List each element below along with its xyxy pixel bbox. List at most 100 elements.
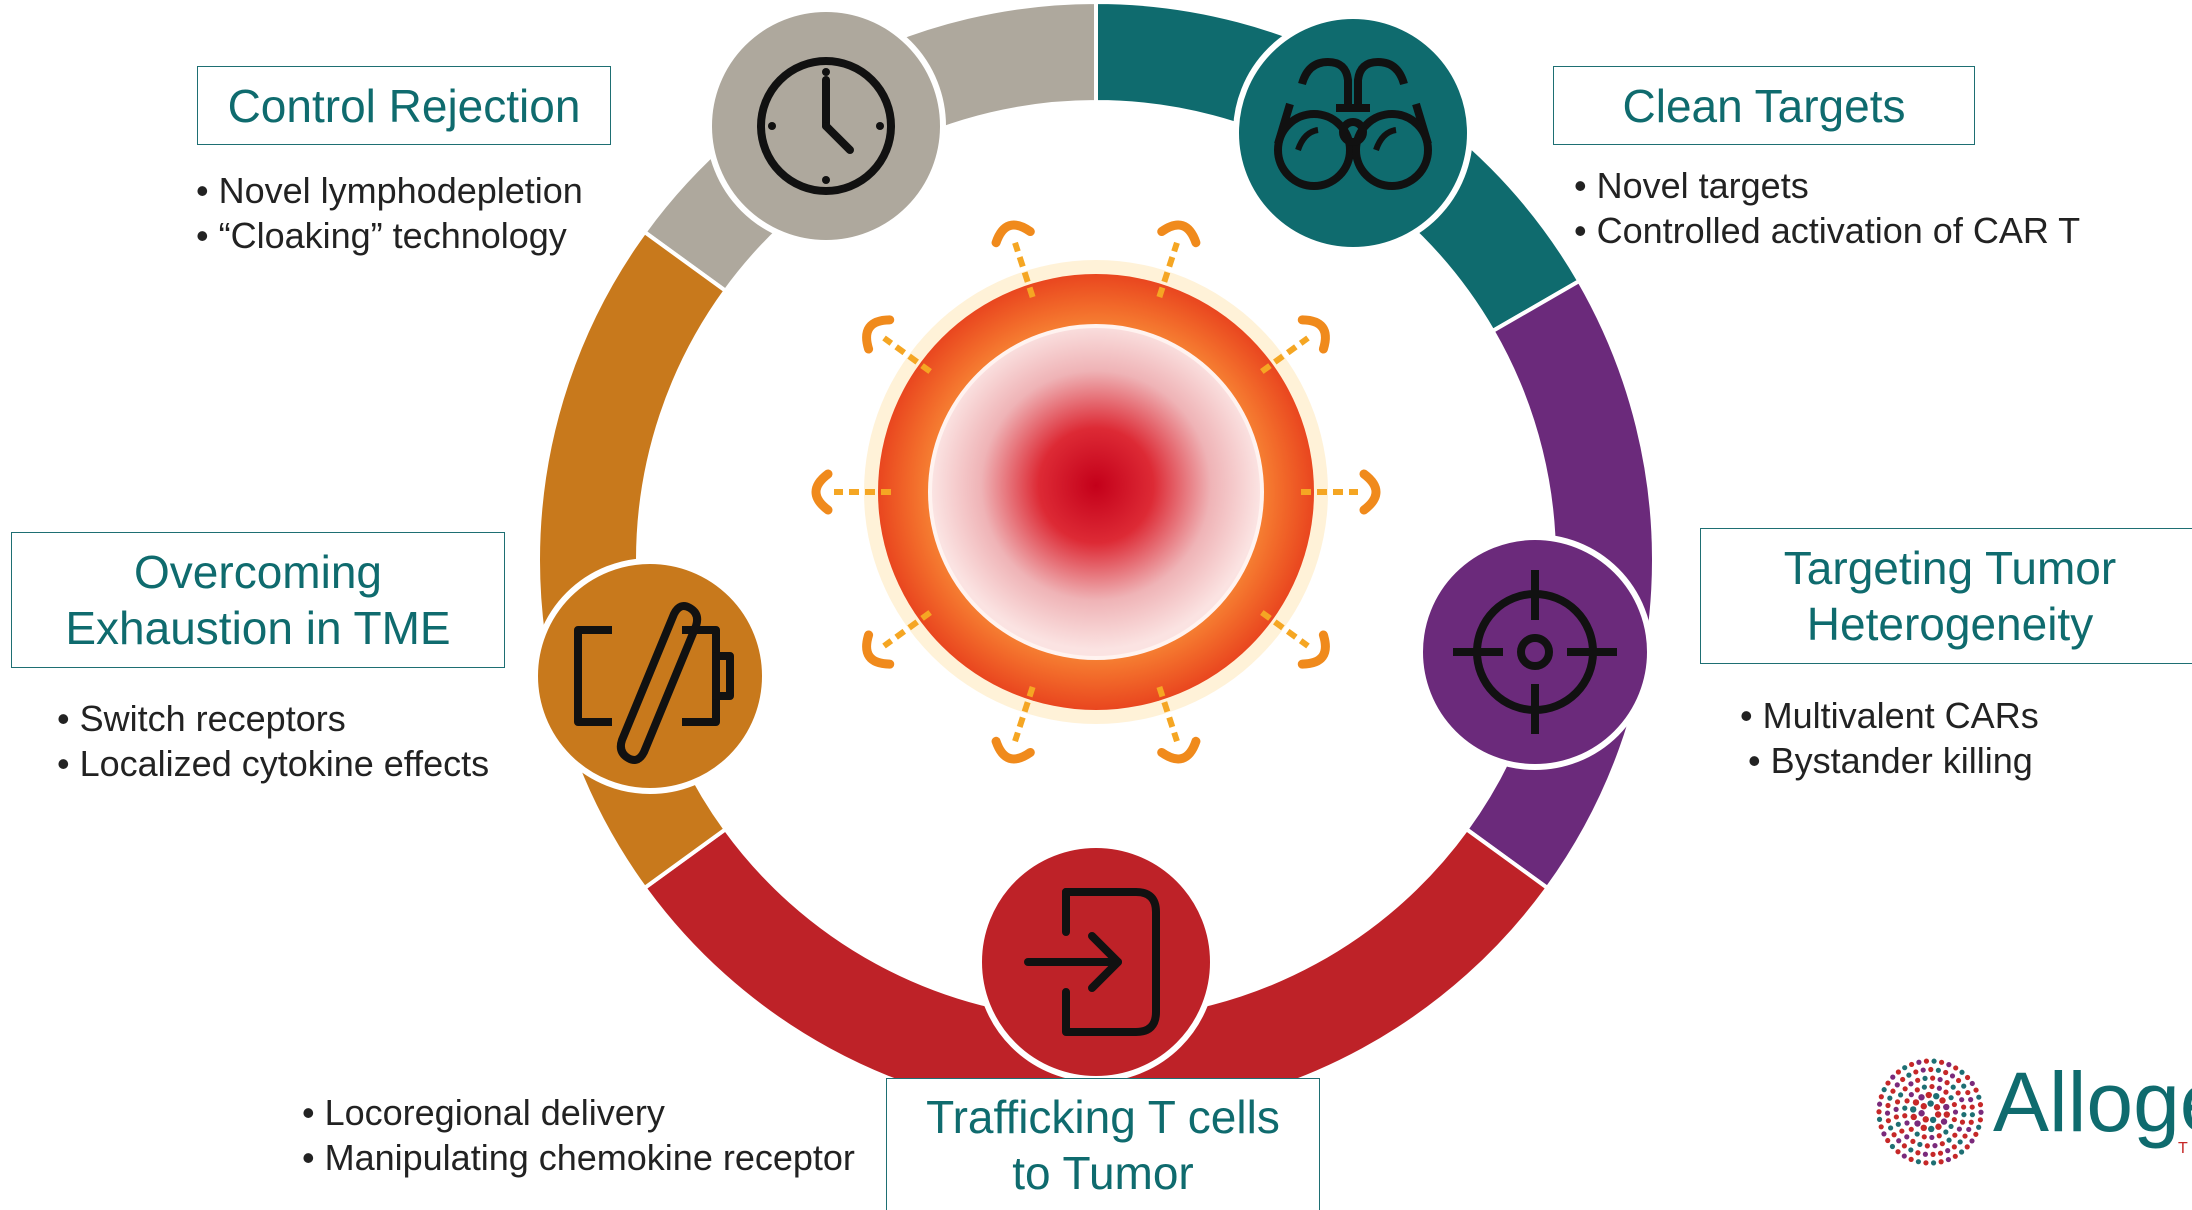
logo-dot <box>1955 1077 1962 1084</box>
logo-dot <box>1908 1156 1914 1162</box>
logo-dot <box>1888 1125 1894 1131</box>
logo-dot <box>1893 1106 1899 1112</box>
logo-dot <box>1887 1095 1893 1101</box>
logo-dot <box>1951 1101 1957 1108</box>
binoculars-icon <box>1233 13 1473 253</box>
logo-dot <box>1885 1080 1891 1086</box>
logo-dot <box>1923 1058 1930 1064</box>
logo-dot <box>1878 1094 1884 1100</box>
logo-dot <box>1894 1082 1900 1088</box>
list-item: “Cloaking” technology <box>196 213 583 258</box>
receptor-head <box>1157 220 1201 248</box>
logo-dot <box>1959 1069 1965 1075</box>
clean-targets-bullets: Novel targets Controlled activation of C… <box>1574 163 2081 253</box>
logo-dot <box>1964 1144 1970 1150</box>
logo-dot <box>1895 1121 1901 1127</box>
logo-dot <box>1920 1103 1927 1110</box>
logo-dot <box>1930 1160 1937 1166</box>
logo-dot <box>1895 1149 1901 1155</box>
logo-dot <box>1976 1124 1982 1130</box>
clean-targets-title-text: Clean Targets <box>1622 79 1906 132</box>
logo-dot <box>1908 1092 1914 1098</box>
trafficking-title-line1: Trafficking T cells <box>926 1090 1280 1143</box>
logo-dot <box>1902 1065 1908 1071</box>
logo-dot <box>1922 1116 1929 1123</box>
logo-dot <box>1914 1087 1920 1093</box>
logo-dot <box>1961 1112 1967 1118</box>
sign-in-arrow-icon <box>976 842 1216 1082</box>
logo-dot <box>1968 1119 1974 1125</box>
logo-dot <box>1918 1110 1925 1117</box>
logo-dot <box>1908 1126 1914 1132</box>
control-rejection-title-text: Control Rejection <box>227 79 581 132</box>
logo-dot <box>1952 1153 1958 1159</box>
receptor-head <box>862 630 895 669</box>
logo-dot <box>1895 1069 1901 1075</box>
receptor-stalk <box>1012 686 1036 743</box>
logo-dot <box>1959 1097 1965 1103</box>
list-item: Multivalent CARs <box>1740 693 2039 738</box>
list-item: Novel targets <box>1574 163 2080 208</box>
logo-dot <box>1904 1134 1910 1140</box>
logo-dot <box>1930 1075 1936 1081</box>
logo-dot <box>1953 1065 1959 1071</box>
receptor-head <box>1297 315 1330 354</box>
logo-dot <box>1946 1137 1952 1143</box>
logo-dot <box>1943 1069 1949 1076</box>
logo-dot <box>1936 1133 1942 1139</box>
logo-dot <box>1969 1112 1976 1118</box>
logo-dot <box>1978 1109 1984 1115</box>
logo-dot <box>1915 1077 1921 1083</box>
logo-dot <box>1969 1104 1975 1110</box>
crosshair-icon <box>1417 534 1653 770</box>
logo-dot <box>1924 1143 1930 1149</box>
tumor-heterogeneity-title: Targeting Tumor Heterogeneity <box>1700 528 2192 664</box>
logo-dot <box>1920 1067 1926 1073</box>
logo-dot <box>1885 1102 1891 1109</box>
logo-dot <box>1937 1150 1944 1156</box>
logo-dot <box>1910 1113 1917 1121</box>
clock-icon <box>706 6 946 246</box>
logo-dot <box>1893 1114 1899 1120</box>
exhaustion-bullets: Switch receptors Localized cytokine effe… <box>57 696 490 786</box>
logo-dot <box>1969 1080 1975 1087</box>
logo-dot <box>1918 1094 1925 1101</box>
logo-dot <box>1896 1138 1902 1144</box>
receptor-head <box>811 469 833 515</box>
car-receptors <box>811 220 1381 764</box>
receptor-head <box>991 220 1035 248</box>
logo-dot <box>1938 1059 1945 1065</box>
tumor-heterogeneity-title-line1: Targeting Tumor <box>1783 542 2117 594</box>
logo-dot <box>1916 1059 1922 1065</box>
logo-dot <box>1908 1147 1914 1153</box>
logo-dot <box>1917 1141 1923 1148</box>
receptor-head <box>1157 736 1201 764</box>
receptor-stalk <box>1156 241 1180 298</box>
list-item: Bystander killing <box>1740 738 2039 783</box>
logo-dot <box>1951 1116 1957 1123</box>
logo-dot <box>1884 1110 1891 1116</box>
logo-dot <box>1965 1089 1971 1096</box>
logo-dot <box>1956 1126 1962 1132</box>
logo-dot <box>1952 1109 1959 1115</box>
list-item: Localized cytokine effects <box>57 741 490 786</box>
logo-dot <box>1948 1123 1954 1130</box>
logo-dot <box>1936 1085 1942 1091</box>
empty-battery-icon <box>532 558 768 794</box>
logo-dot <box>1976 1094 1982 1100</box>
logo-dot <box>1959 1119 1966 1125</box>
logo-dot <box>1939 1097 1946 1104</box>
trafficking-title-line2: to Tumor <box>1012 1146 1194 1199</box>
tumor-heterogeneity-bullets: Multivalent CARs Bystander killing <box>1740 693 2039 783</box>
receptor-stalk <box>1156 686 1180 743</box>
logo-dot <box>1891 1132 1897 1138</box>
logo-dot <box>1943 1103 1950 1111</box>
logo-dot <box>1939 1141 1945 1147</box>
logo-dot <box>1922 1075 1928 1081</box>
logo-dot <box>1943 1111 1951 1118</box>
logo-dot <box>1921 1134 1927 1140</box>
logo-dot <box>1945 1148 1951 1154</box>
exhaustion-title: Overcoming Exhaustion in TME <box>11 532 505 668</box>
logo-dot <box>1948 1095 1954 1101</box>
